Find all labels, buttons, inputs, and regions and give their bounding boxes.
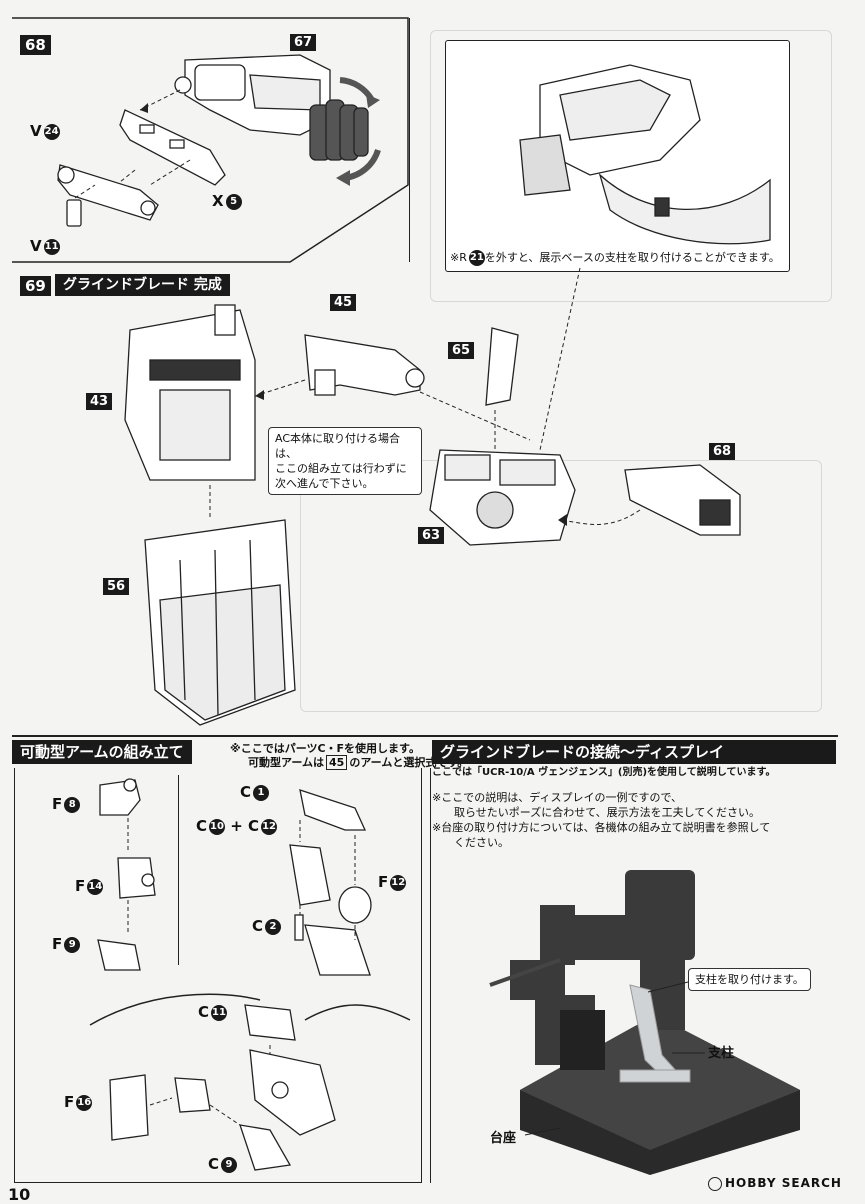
note-box: 45 (326, 755, 348, 770)
display-section-subtitle: ここでは「UCR-10/A ヴェンジェンス」(別売)を使用して説明しています。 (432, 767, 776, 778)
watermark-text: HOBBY SEARCH (725, 1176, 842, 1190)
part-number-badge: 8 (64, 796, 81, 813)
base-label: 台座 (490, 1131, 517, 1146)
part-number-badge: 21 (468, 250, 485, 266)
part-65-tag: 65 (448, 342, 475, 359)
part-number-badge: 14 (87, 878, 104, 895)
part-letter: V (30, 122, 42, 140)
section-divider (12, 735, 838, 737)
arm-section-title: 可動型アームの組み立て (12, 740, 192, 764)
part-letter: C (208, 1155, 220, 1173)
part-number-badge: 12 (390, 874, 407, 891)
part-56-tag: 56 (103, 578, 130, 595)
watermark-logo-icon (708, 1176, 722, 1191)
step-68-panel (12, 18, 410, 262)
part-number-badge: 1 (253, 784, 270, 801)
note-text: 可動型アームは (248, 756, 325, 769)
callout-line: 次へ進んで下さい。 (275, 477, 374, 490)
note-line: ※ここでの説明は、ディスプレイの一例ですので、 (432, 791, 683, 804)
part-letter: F (52, 935, 63, 953)
step-69-title: グラインドブレード 完成 (55, 274, 230, 296)
ac-body-callout: AC本体に取り付ける場合は、 ここの組み立ては行わずに 次へ進んで下さい。 (268, 427, 422, 495)
display-notes: ※ここでの説明は、ディスプレイの一例ですので、 取らせたいポーズに合わせて、展示… (432, 790, 770, 850)
part-45-tag: 45 (330, 294, 357, 311)
arm-section-note-1: ※ここではパーツC・Fを使用します。 (230, 742, 420, 755)
part-letter: C (240, 783, 252, 801)
arm-section-frame (14, 768, 422, 1183)
step-68-number: 68 (20, 35, 51, 55)
part-letter: F (75, 877, 86, 895)
note-prefix: ※R (450, 251, 467, 264)
callout-line: ここの組み立ては行わずに (275, 462, 407, 475)
part-43-tag: 43 (86, 393, 113, 410)
step-69-number: 69 (20, 276, 51, 296)
part-number-badge: 9 (64, 936, 81, 953)
part-63-tag: 63 (418, 527, 445, 544)
part-letter: V (30, 237, 42, 255)
part-letter: C (196, 817, 208, 835)
part-67-tag: 67 (290, 34, 317, 51)
part-number-badge: 10 (209, 818, 226, 835)
note-line: 取らせたいポーズに合わせて、展示方法を工夫してください。 (454, 806, 761, 819)
part-letter: F (52, 795, 63, 813)
part-plus: + C (230, 817, 260, 835)
part-number-badge: 11 (43, 238, 60, 255)
part-number-badge: 9 (221, 1156, 238, 1173)
watermark: HOBBY SEARCH (708, 1176, 842, 1191)
callout-line: AC本体に取り付ける場合は、 (275, 432, 401, 460)
note-text: を外すと、展示ベースの支柱を取り付けることができます。 (484, 251, 780, 264)
part-letter: F (64, 1093, 75, 1111)
page-number: 10 (8, 1185, 31, 1204)
part-68-tag: 68 (709, 443, 736, 460)
part-number-badge: 16 (76, 1094, 93, 1111)
arm-column-divider (178, 775, 179, 965)
part-letter: C (252, 917, 264, 935)
display-section-title: グラインドブレードの接続～ディスプレイ (432, 740, 836, 764)
part-number-badge: 11 (211, 1004, 228, 1021)
display-section-frame (430, 768, 839, 1183)
part-number-badge: 24 (43, 123, 60, 140)
bleedthrough-frame-1 (430, 30, 832, 302)
part-number-badge: 5 (225, 193, 242, 210)
part-letter: X (212, 192, 224, 210)
pillar-label: 支柱 (708, 1046, 735, 1061)
note-line: ください。 (454, 836, 509, 849)
part-number-badge: 12 (261, 818, 278, 835)
part-letter: F (378, 873, 389, 891)
part-number-badge: 2 (265, 918, 282, 935)
note-line: ※台座の取り付け方については、各機体の組み立て説明書を参照して (432, 821, 771, 834)
pillar-callout: 支柱を取り付けます。 (688, 968, 811, 991)
part-letter: C (198, 1003, 210, 1021)
